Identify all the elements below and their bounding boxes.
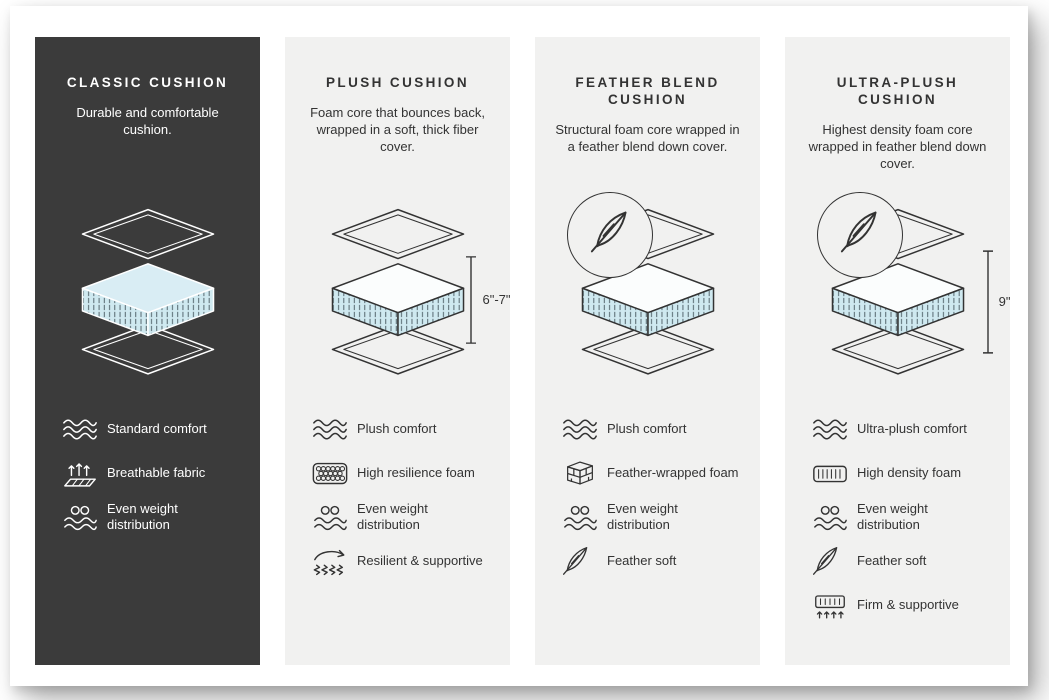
feature-label: Ultra-plush comfort bbox=[857, 420, 967, 436]
feature-row: Plush comfort bbox=[561, 411, 744, 447]
feature-label: Plush comfort bbox=[357, 420, 437, 436]
weight-distribution-icon bbox=[311, 504, 357, 531]
cushion-layers-icon bbox=[315, 206, 481, 381]
feature-row: Feather soft bbox=[561, 543, 744, 579]
panel-head: FEATHER BLEND CUSHION Structural foam co… bbox=[535, 37, 760, 187]
feature-label: Standard comfort bbox=[107, 420, 207, 436]
panel-title: ULTRA-PLUSH CUSHION bbox=[836, 75, 959, 107]
feature-label: Feather soft bbox=[607, 552, 677, 568]
panel-head: PLUSH CUSHION Foam core that bounces bac… bbox=[285, 37, 510, 187]
feature-label: Even weight distribution bbox=[107, 500, 178, 532]
weight-distribution-icon bbox=[811, 504, 857, 531]
cushion-illustration-zone: 9" bbox=[785, 187, 1011, 399]
feature-label: Breathable fabric bbox=[107, 464, 206, 480]
feature-list: Standard comfort Breathable fabric Even … bbox=[35, 399, 260, 535]
feature-label: Even weight distribution bbox=[607, 500, 678, 532]
breathable-icon bbox=[61, 459, 107, 488]
feather-badge bbox=[566, 191, 653, 278]
dimension-indicator: 9" bbox=[982, 249, 1011, 354]
feature-row: High resilience foam bbox=[311, 455, 494, 491]
feature-list: Ultra-plush comfort High density foam Ev… bbox=[785, 399, 1010, 623]
panel-head: ULTRA-PLUSH CUSHION Highest density foam… bbox=[785, 37, 1010, 187]
feature-row: Feather-wrapped foam bbox=[561, 455, 744, 491]
feature-list: Plush comfort Feather-wrapped foam Even … bbox=[535, 399, 760, 579]
panel-description: Foam core that bounces back, wrapped in … bbox=[310, 104, 485, 155]
cushion-illustration: 9" bbox=[815, 191, 1011, 381]
feather-icon bbox=[561, 545, 607, 577]
wave-icon bbox=[811, 417, 857, 442]
feather-badge bbox=[816, 191, 903, 278]
panel-title: FEATHER BLEND CUSHION bbox=[575, 75, 720, 107]
feather-icon bbox=[811, 545, 857, 577]
panel-feather-blend-cushion: FEATHER BLEND CUSHION Structural foam co… bbox=[535, 37, 760, 665]
cushion-layers-icon bbox=[65, 206, 231, 381]
feature-row: Resilient & supportive bbox=[311, 543, 494, 579]
feature-row: Even weight distribution bbox=[811, 499, 994, 535]
panel-title: CLASSIC CUSHION bbox=[66, 75, 229, 90]
feather-icon bbox=[588, 208, 632, 261]
feature-row: Even weight distribution bbox=[61, 499, 244, 535]
feature-label: High density foam bbox=[857, 464, 962, 480]
feature-row: Plush comfort bbox=[311, 411, 494, 447]
foam-bricks-icon bbox=[561, 459, 607, 488]
cushion-illustration bbox=[565, 191, 731, 381]
feature-label: High resilience foam bbox=[357, 464, 475, 480]
feature-label: Feather soft bbox=[857, 552, 927, 568]
panel-description: Durable and comfortable cushion. bbox=[76, 104, 219, 138]
panel-title: PLUSH CUSHION bbox=[326, 75, 469, 90]
dimension-label: 9" bbox=[998, 294, 1011, 309]
feature-label: Resilient & supportive bbox=[357, 552, 483, 568]
feature-row: Breathable fabric bbox=[61, 455, 244, 491]
dimension-line bbox=[982, 249, 993, 354]
feature-label: Even weight distribution bbox=[857, 500, 928, 532]
foam-cells-icon bbox=[311, 460, 357, 487]
dimension-indicator: 6"-7" bbox=[465, 255, 511, 344]
feather-icon bbox=[838, 208, 882, 261]
panel-ultra-plush-cushion: ULTRA-PLUSH CUSHION Highest density foam… bbox=[785, 37, 1011, 665]
density-foam-icon bbox=[811, 460, 857, 487]
cushion-illustration-zone bbox=[35, 187, 260, 399]
feature-row: Firm & supportive bbox=[811, 587, 994, 623]
weight-distribution-icon bbox=[561, 504, 607, 531]
spring-icon bbox=[311, 547, 357, 576]
feature-row: Even weight distribution bbox=[311, 499, 494, 535]
cushion-illustration bbox=[65, 206, 231, 381]
panel-head: CLASSIC CUSHION Durable and comfortable … bbox=[35, 37, 260, 187]
feature-label: Plush comfort bbox=[607, 420, 687, 436]
feature-row: Ultra-plush comfort bbox=[811, 411, 994, 447]
wave-icon bbox=[561, 417, 607, 442]
wave-icon bbox=[311, 417, 357, 442]
cushion-illustration-zone bbox=[535, 187, 760, 399]
feature-row: Feather soft bbox=[811, 543, 994, 579]
feature-row: Even weight distribution bbox=[561, 499, 744, 535]
feature-label: Firm & supportive bbox=[857, 596, 959, 612]
weight-distribution-icon bbox=[61, 504, 107, 531]
panel-description: Highest density foam core wrapped in fea… bbox=[808, 121, 987, 172]
feature-row: Standard comfort bbox=[61, 411, 244, 447]
cushion-illustration: 6"-7" bbox=[315, 206, 511, 381]
feature-row: High density foam bbox=[811, 455, 994, 491]
wave-icon bbox=[61, 417, 107, 442]
feature-label: Even weight distribution bbox=[357, 500, 428, 532]
firm-icon bbox=[811, 591, 857, 620]
panel-plush-cushion: PLUSH CUSHION Foam core that bounces bac… bbox=[285, 37, 511, 665]
infographic-card: CLASSIC CUSHION Durable and comfortable … bbox=[10, 6, 1028, 686]
dimension-label: 6"-7" bbox=[482, 292, 511, 307]
cushion-illustration-zone: 6"-7" bbox=[285, 187, 511, 399]
feature-label: Feather-wrapped foam bbox=[607, 464, 739, 480]
feature-list: Plush comfort High resilience foam Even … bbox=[285, 399, 510, 579]
panel-description: Structural foam core wrapped in a feathe… bbox=[555, 121, 740, 154]
dimension-line bbox=[466, 255, 477, 344]
panel-classic-cushion: CLASSIC CUSHION Durable and comfortable … bbox=[35, 37, 260, 665]
